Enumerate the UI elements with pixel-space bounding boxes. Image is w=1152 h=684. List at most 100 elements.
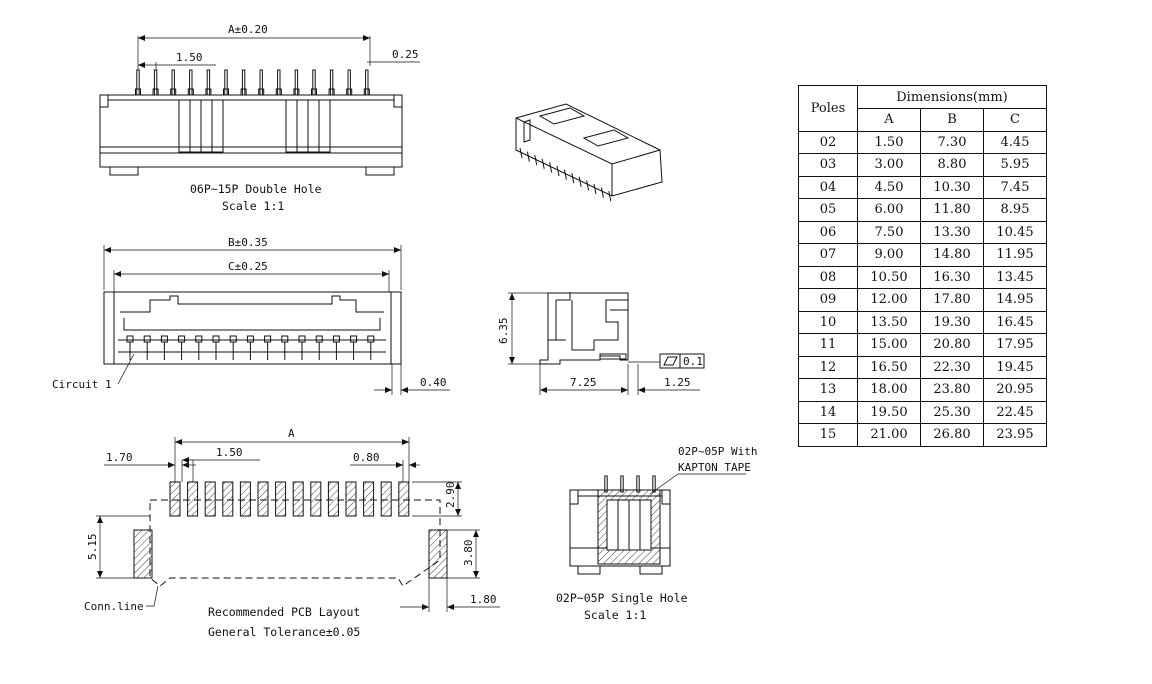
pin xyxy=(171,69,175,96)
side-view: 6.35 7.25 1.25 0.1 xyxy=(497,292,705,395)
contact xyxy=(246,335,254,343)
table-cell-c: 7.45 xyxy=(983,175,1047,199)
iso-pin xyxy=(600,187,604,198)
table-cell-a: 7.50 xyxy=(857,220,921,244)
table-cell-poles: 11 xyxy=(798,333,858,357)
pin xyxy=(329,69,334,96)
table-cell-c: 10.45 xyxy=(983,220,1047,244)
contact xyxy=(264,335,272,343)
iso-pin xyxy=(571,173,575,184)
table-cell-c: 20.95 xyxy=(983,378,1047,402)
pin xyxy=(259,69,263,96)
dim-c-tol: C±0.25 xyxy=(228,260,268,273)
dim-180: 1.80 xyxy=(470,593,497,606)
iso-pin xyxy=(586,180,590,191)
kapton-line-1: 02P~05P With xyxy=(678,445,757,458)
table-cell-b: 19.30 xyxy=(920,310,984,334)
pin xyxy=(206,69,211,96)
table-cell-poles: 03 xyxy=(798,153,858,177)
contact xyxy=(126,335,134,343)
pcb-pad xyxy=(275,481,287,517)
iso-pin xyxy=(541,158,545,169)
iso-pin xyxy=(526,151,530,162)
table-cell-b: 16.30 xyxy=(920,265,984,289)
contact xyxy=(178,335,186,343)
pin xyxy=(347,69,351,96)
table-cell-a: 3.00 xyxy=(857,153,921,177)
column-header-c: C xyxy=(983,108,1047,132)
contact xyxy=(143,335,151,343)
pcb-pad xyxy=(204,481,216,517)
pin xyxy=(294,69,299,96)
pin xyxy=(189,69,193,96)
dim-080: 0.80 xyxy=(353,451,380,464)
table-cell-a: 19.50 xyxy=(857,400,921,424)
dim-515: 5.15 xyxy=(86,534,99,561)
table-cell-poles: 02 xyxy=(798,130,858,154)
table-cell-b: 8.80 xyxy=(920,153,984,177)
pin xyxy=(277,69,281,96)
dim-040: 0.40 xyxy=(420,376,447,389)
table-cell-b: 14.80 xyxy=(920,243,984,267)
table-cell-a: 4.50 xyxy=(857,175,921,199)
kapton-line-2: KAPTON TAPE xyxy=(678,461,751,474)
table-cell-a: 6.00 xyxy=(857,198,921,222)
dim-b-tol: B±0.35 xyxy=(228,236,268,249)
table-cell-a: 9.00 xyxy=(857,243,921,267)
dim-025: 0.25 xyxy=(392,48,419,61)
pin xyxy=(241,69,246,96)
pcb-pad xyxy=(327,481,339,517)
dim-635: 6.35 xyxy=(497,318,510,345)
pcb-pad xyxy=(363,481,375,517)
poles-header: Poles xyxy=(798,85,858,132)
table-cell-poles: 12 xyxy=(798,355,858,379)
contact xyxy=(281,335,289,343)
pcb-pad xyxy=(257,481,269,517)
table-cell-c: 8.95 xyxy=(983,198,1047,222)
iso-pin xyxy=(556,165,560,177)
table-cell-c: 14.95 xyxy=(983,288,1047,312)
pin xyxy=(312,69,316,96)
table-cell-poles: 06 xyxy=(798,220,858,244)
contact xyxy=(229,335,237,343)
table-cell-a: 10.50 xyxy=(857,265,921,289)
dim-a-tol: A±0.20 xyxy=(228,23,268,36)
pcb-pad xyxy=(169,481,181,517)
table-cell-b: 7.30 xyxy=(920,130,984,154)
flatness-value: 0.1 xyxy=(683,355,703,368)
single-hole-view: 02P~05P With KAPTON TAPE 02P~05P Single … xyxy=(556,445,757,622)
table-cell-b: 23.80 xyxy=(920,378,984,402)
table-cell-a: 1.50 xyxy=(857,130,921,154)
table-cell-a: 13.50 xyxy=(857,310,921,334)
pcb-pad xyxy=(187,481,199,517)
table-cell-poles: 10 xyxy=(798,310,858,334)
front-view: B±0.35 C±0.25 Circuit 1 0.40 xyxy=(52,236,450,395)
pin xyxy=(365,69,369,96)
pcb-pad xyxy=(380,481,392,517)
iso-view xyxy=(515,103,663,202)
iso-pin xyxy=(519,147,523,159)
table-cell-a: 21.00 xyxy=(857,423,921,447)
contact xyxy=(332,335,340,343)
table-cell-c: 19.45 xyxy=(983,355,1047,379)
pin xyxy=(224,69,228,96)
table-cell-poles: 14 xyxy=(798,400,858,424)
pcb-pad xyxy=(239,481,251,517)
pcb-pad xyxy=(345,481,357,517)
dim-380: 3.80 xyxy=(462,540,475,567)
column-header-b: B xyxy=(920,108,984,132)
caption-double-hole: 06P~15P Double Hole xyxy=(190,182,322,196)
